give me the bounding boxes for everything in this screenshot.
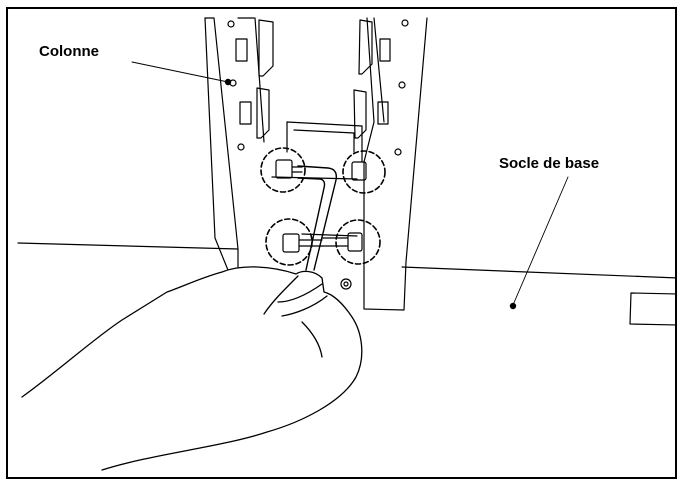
hex-key-icon xyxy=(297,165,338,271)
column-right-upright xyxy=(353,17,428,311)
leader-lines xyxy=(131,61,569,306)
assembly-illustration xyxy=(17,17,675,471)
bolt-floor xyxy=(340,278,352,290)
leader-dot-base xyxy=(509,302,517,310)
illustration-frame: Colonne Socle de base xyxy=(6,7,677,479)
label-column: Colonne xyxy=(39,43,99,60)
hand-icon xyxy=(21,266,363,471)
column-left-upright xyxy=(204,17,274,281)
leader-dot-column xyxy=(224,78,232,86)
base-edge-line xyxy=(17,242,675,279)
bolt-upper-left xyxy=(275,159,303,179)
label-base: Socle de base xyxy=(499,155,600,172)
base-notch xyxy=(629,292,675,326)
bolt-lower-right xyxy=(321,232,363,252)
bolt-upper-right xyxy=(351,161,367,181)
bolt-lower-left xyxy=(282,233,323,253)
